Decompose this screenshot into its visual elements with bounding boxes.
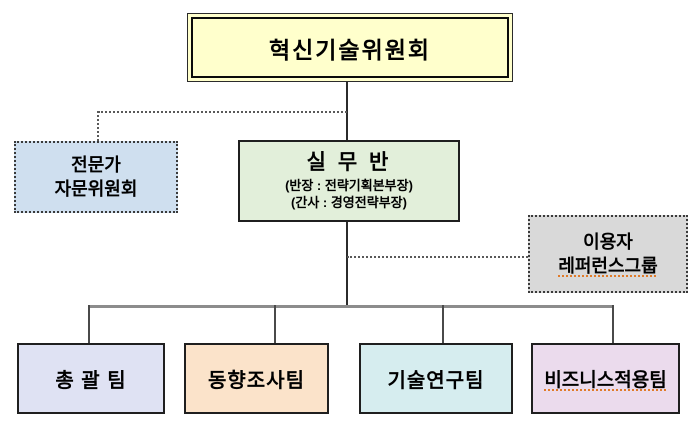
dotted-connector-user-reference [347,256,528,258]
root-committee-label: 혁신기술위원회 [268,36,432,63]
connector-drop-team-4 [612,305,614,343]
advisory-committee-box: 전문가 자문위원회 [14,141,178,213]
advisory-committee-label-line1: 전문가 [71,154,121,175]
dotted-connector-advisory-vertical [97,111,99,141]
dotted-connector-advisory-horizontal [98,111,347,113]
working-group-subtitle-leader: (반장 : 전략기획본부장) [285,177,413,193]
connector-teams-horizontal [89,305,614,308]
team-label-business-application: 비즈니스적용팀 [544,370,667,391]
working-group-title: 실 무 반 [306,150,392,174]
advisory-committee-label-line2: 자문위원회 [54,179,138,199]
user-reference-label-line2: 레퍼런스그룹 [558,256,658,276]
connector-root-to-working [346,82,348,140]
connector-drop-team-1 [88,305,90,343]
working-group-box: 실 무 반 (반장 : 전략기획본부장) (간사 : 경영전략부장) [238,140,460,222]
team-box-business-application: 비즈니스적용팀 [531,343,680,414]
connector-drop-team-3 [442,305,444,343]
connector-working-to-teams [346,222,348,306]
root-committee-inner-border: 혁신기술위원회 [191,17,509,78]
connector-drop-team-2 [274,305,276,343]
team-label-general-affairs: 총 괄 팀 [55,370,127,392]
team-label-technology-research: 기술연구팀 [387,370,485,392]
root-committee-box: 혁신기술위원회 [187,13,513,82]
team-box-general-affairs: 총 괄 팀 [17,343,165,414]
team-box-trend-research: 동향조사팀 [184,343,329,414]
user-reference-group-box: 이용자 레퍼런스그룹 [528,215,688,293]
working-group-subtitle-secretary: (간사 : 경영전략부장) [291,194,407,210]
team-box-technology-research: 기술연구팀 [359,343,513,414]
user-reference-label-line1: 이용자 [583,231,633,252]
team-label-trend-research: 동향조사팀 [208,370,305,392]
